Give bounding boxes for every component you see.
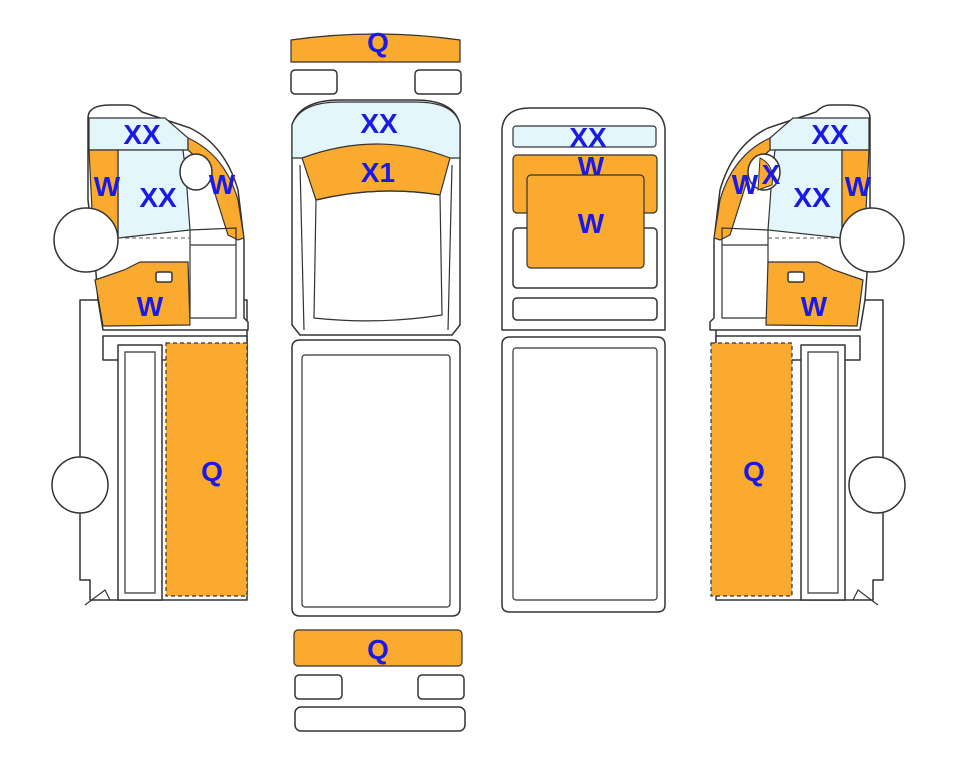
right-small-x-label: X	[762, 159, 781, 190]
front-cargo-inner	[301, 354, 451, 608]
right-cab-step	[800, 344, 846, 601]
roof-main-panel[interactable]	[526, 174, 645, 269]
left-front-wheel	[53, 207, 119, 273]
roof-cargo-inner	[512, 347, 658, 601]
front-hood-label: X1	[361, 157, 395, 188]
front-left-headlight	[290, 69, 338, 95]
rear-bumper-label: Q	[367, 634, 389, 665]
front-cab-inner	[313, 190, 443, 322]
rear-left-taillight	[294, 674, 343, 700]
left-side-view: Q XX XX W W W	[51, 104, 249, 606]
right-mudflap	[852, 589, 879, 606]
left-side-window-label: XX	[139, 182, 177, 213]
right-side-window-label: XX	[793, 182, 831, 213]
front-cab-pillar-right	[447, 164, 453, 331]
left-rear-wheel	[51, 456, 109, 514]
roof-main-panel-label: W	[578, 208, 605, 239]
left-upper-glass-label: XX	[123, 119, 161, 150]
right-cargo-panel[interactable]	[710, 342, 793, 597]
right-cargo-label: Q	[743, 456, 765, 487]
front-windshield-label: XX	[360, 108, 398, 139]
right-cab-step-inner	[807, 351, 839, 594]
roof-glass[interactable]	[512, 125, 657, 148]
front-windshield[interactable]	[291, 101, 461, 159]
left-cargo-label: Q	[201, 456, 223, 487]
right-rear-pillar-label: W	[732, 169, 759, 200]
front-cargo-box	[291, 339, 461, 617]
front-bumper[interactable]	[290, 33, 461, 63]
left-door-line	[189, 227, 237, 319]
roof-view: XX W W	[501, 107, 666, 613]
rear-bumper[interactable]	[293, 629, 463, 667]
left-mirror	[179, 153, 213, 191]
roof-cargo-box	[501, 336, 666, 613]
left-cargo-panel[interactable]	[165, 342, 248, 597]
left-mudflap	[84, 589, 111, 606]
front-right-headlight	[414, 69, 462, 95]
right-step-light	[787, 271, 805, 283]
left-step-light	[155, 271, 173, 283]
front-view: Q XX X1 Q	[290, 27, 466, 732]
left-fender-label: W	[137, 291, 164, 322]
left-a-pillar-label: W	[94, 171, 121, 202]
right-rear-wheel	[848, 456, 906, 514]
right-front-wheel	[839, 207, 905, 273]
roof-rear-strip	[512, 297, 658, 321]
front-bumper-label: Q	[367, 27, 389, 58]
right-fender-label: W	[801, 291, 828, 322]
roof-glass-label: XX	[569, 122, 607, 153]
right-a-pillar-label: W	[845, 171, 872, 202]
right-side-view: Q XX XX W W X W	[709, 104, 906, 606]
left-cab-step	[117, 344, 163, 601]
right-upper-glass-label: XX	[811, 119, 849, 150]
rear-step	[294, 706, 466, 732]
front-cab-pillar-left	[299, 164, 305, 331]
right-mirror-damage[interactable]	[757, 157, 773, 191]
left-rear-pillar-label: W	[209, 169, 236, 200]
left-cab-step-inner	[124, 351, 156, 594]
rear-right-taillight	[417, 674, 465, 700]
